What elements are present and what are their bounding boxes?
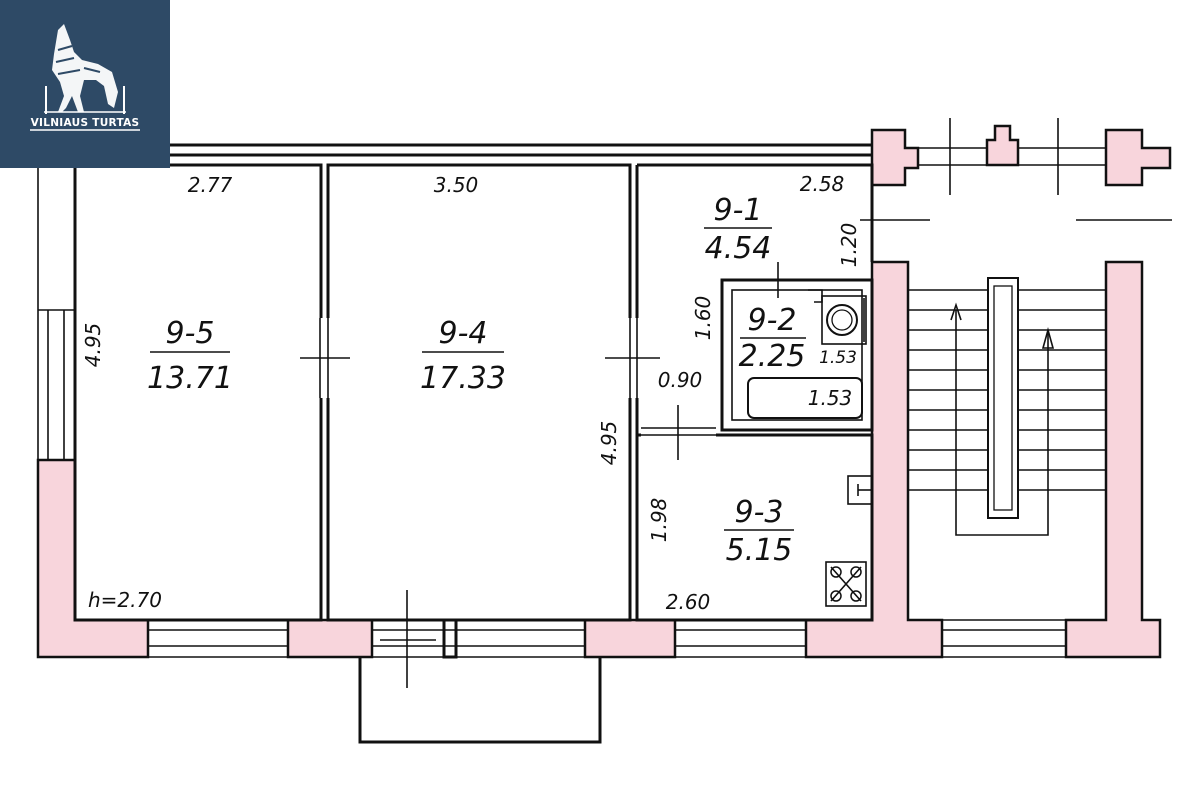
room-area-9-2: 2.25 bbox=[739, 339, 806, 374]
logo-panel: VILNIAUS TURTAS bbox=[0, 0, 170, 168]
wolf-logo-icon bbox=[45, 24, 125, 114]
room-area-9-5: 13.71 bbox=[147, 361, 233, 396]
room-area-9-1: 4.54 bbox=[705, 231, 772, 266]
dim-bath-width: 1.53 bbox=[808, 386, 853, 410]
room-id-9-3: 9-3 bbox=[735, 495, 784, 530]
dimension-labels: 2.77 3.50 2.58 4.95 4.95 1.20 1.60 1.53 … bbox=[81, 172, 861, 614]
room-area-9-3: 5.15 bbox=[726, 533, 793, 568]
bathtub-icon bbox=[747, 377, 863, 419]
door-marks bbox=[300, 118, 1172, 688]
dim-9-1-width: 2.58 bbox=[800, 172, 845, 196]
dim-9-2-width: 1.53 bbox=[819, 348, 857, 368]
room-id-9-5: 9-5 bbox=[166, 316, 215, 351]
stove-icon bbox=[825, 561, 867, 607]
dim-9-2-height: 1.60 bbox=[691, 296, 715, 341]
room-id-9-1: 9-1 bbox=[714, 193, 763, 228]
exterior-walls bbox=[36, 124, 1172, 659]
dim-9-5-length: 4.95 bbox=[81, 323, 105, 368]
staircase bbox=[908, 277, 1106, 536]
room-id-9-2: 9-2 bbox=[748, 303, 797, 338]
dim-9-3-width: 2.60 bbox=[666, 590, 711, 614]
dim-9-4-length: 4.95 bbox=[597, 421, 621, 466]
dim-9-3-depth: 1.98 bbox=[647, 498, 671, 543]
ceiling-height: h=2.70 bbox=[88, 588, 162, 612]
brand-name: VILNIAUS TURTAS bbox=[31, 117, 140, 129]
dim-9-5-width: 2.77 bbox=[188, 173, 233, 197]
wall-column-top-left bbox=[870, 128, 920, 187]
dim-9-4-width: 3.50 bbox=[434, 173, 479, 197]
fixtures bbox=[747, 289, 873, 607]
wall-column-top-right bbox=[1104, 128, 1172, 187]
wall-pier-2 bbox=[583, 618, 677, 659]
wall-corner-left bbox=[36, 458, 150, 659]
wall-pier-1 bbox=[286, 618, 374, 659]
room-labels: 9-5 13.71 9-4 17.33 9-1 4.54 9-2 2.25 9-… bbox=[147, 193, 806, 568]
sink-icon bbox=[808, 289, 823, 303]
wall-column-top-mid bbox=[985, 124, 1020, 167]
dim-door-width: 0.90 bbox=[658, 368, 703, 392]
dim-9-1-depth: 1.20 bbox=[837, 223, 861, 268]
washer-icon bbox=[821, 295, 867, 345]
wall-corner-right bbox=[1064, 260, 1162, 659]
room-id-9-4: 9-4 bbox=[439, 316, 488, 351]
room-area-9-4: 17.33 bbox=[420, 361, 506, 396]
